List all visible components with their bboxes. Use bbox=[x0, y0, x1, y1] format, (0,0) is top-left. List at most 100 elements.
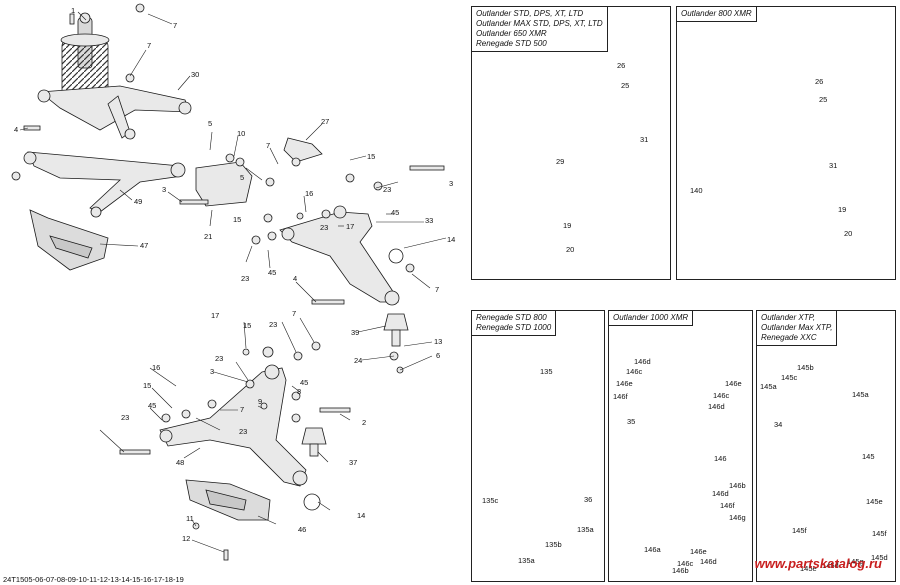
callout-label: 146g bbox=[729, 513, 746, 522]
callout-label: 146b bbox=[672, 566, 689, 575]
leader-lines bbox=[19, 11, 447, 553]
callout-label: 146e bbox=[725, 379, 742, 388]
callout-label: 7 bbox=[292, 309, 297, 318]
panel-header-line: Renegade XXC bbox=[761, 333, 817, 342]
callout-label: 20 bbox=[844, 229, 853, 238]
callout-label: 11 bbox=[186, 514, 194, 523]
panel-header: Outlander 1000 XMR bbox=[609, 311, 694, 326]
a-arm-48 bbox=[159, 364, 308, 487]
callout-label: 146c bbox=[677, 559, 694, 568]
callout-label: 146d bbox=[700, 557, 717, 566]
callout-label: 13 bbox=[434, 337, 443, 346]
callout-label: 2 bbox=[362, 418, 367, 427]
callout-label: 145f bbox=[792, 526, 807, 535]
callout-label: 12 bbox=[182, 534, 191, 543]
callout-label: 27 bbox=[321, 117, 330, 126]
ring-14 bbox=[388, 248, 404, 264]
callout-label: 146a bbox=[644, 545, 661, 554]
callout-label: 146d bbox=[712, 489, 729, 498]
callout-label: 34 bbox=[774, 420, 783, 429]
panel-header: Outlander STD, DPS, XT, LTD Outlander MA… bbox=[472, 7, 608, 52]
callout-label: 45 bbox=[268, 268, 277, 277]
callout-label: 146c bbox=[626, 367, 643, 376]
watermark-link[interactable]: www.partskatalog.ru bbox=[754, 556, 882, 571]
callout-label: 3 bbox=[449, 179, 454, 188]
ball-joint-37 bbox=[301, 427, 327, 457]
callout-label: 15 bbox=[367, 152, 376, 161]
panel-outlander-xtp: Outlander XTP, Outlander Max XTP, Renega… bbox=[756, 310, 896, 582]
callout-label: 145d bbox=[871, 553, 888, 562]
callout-label: 17 bbox=[346, 222, 355, 231]
callout-label: 145a bbox=[852, 390, 869, 399]
callout-label: 135a bbox=[577, 525, 594, 534]
callout-label: 3 bbox=[210, 367, 215, 376]
callout-label: 31 bbox=[829, 161, 838, 170]
skid-plate-46 bbox=[185, 479, 271, 521]
callout-label: 15 bbox=[233, 215, 242, 224]
callout-label: 145c bbox=[781, 373, 798, 382]
callout-label: 39 bbox=[351, 328, 360, 337]
callout-label: 25 bbox=[621, 81, 630, 90]
a-arm-49 bbox=[23, 151, 186, 218]
callout-label: 30 bbox=[191, 70, 200, 79]
panel-outlander-std: Outlander STD, DPS, XT, LTD Outlander MA… bbox=[471, 6, 671, 280]
callout-label: 23 bbox=[241, 274, 250, 283]
callout-label: 146d bbox=[708, 402, 725, 411]
callout-label: 4 bbox=[293, 274, 298, 283]
upper-a-arm-30 bbox=[37, 85, 192, 140]
callout-label: 37 bbox=[349, 458, 358, 467]
callout-label: 20 bbox=[566, 245, 575, 254]
callout-label: 15 bbox=[243, 321, 252, 330]
drawing-number: 24T1505-06-07-08-09-10-11-12-13-14-15-16… bbox=[3, 575, 184, 584]
callout-label: 145e bbox=[866, 497, 883, 506]
callout-label: 16 bbox=[152, 363, 161, 372]
callout-label: 14 bbox=[447, 235, 456, 244]
callout-label: 7 bbox=[435, 285, 440, 294]
panel-renegade-std: Renegade STD 800 Renegade STD 1000 bbox=[471, 310, 605, 582]
callout-label: 23 bbox=[320, 223, 329, 232]
callout-label: 16 bbox=[305, 189, 314, 198]
callout-label: 45 bbox=[391, 208, 400, 217]
callout-label: 146c bbox=[713, 391, 730, 400]
bracket-21 bbox=[195, 153, 253, 207]
callout-label: 146f bbox=[720, 501, 735, 510]
callout-label: 146 bbox=[714, 454, 727, 463]
callout-label: 145a bbox=[760, 382, 777, 391]
callout-label: 146d bbox=[634, 357, 651, 366]
panel-header: Renegade STD 800 Renegade STD 1000 bbox=[472, 311, 557, 336]
callout-label: 36 bbox=[584, 495, 593, 504]
callout-label: 19 bbox=[838, 205, 847, 214]
panel-header-line: Outlander MAX STD, DPS, XT, LTD bbox=[476, 19, 603, 28]
callout-label: 135a bbox=[518, 556, 535, 565]
callout-label: 23 bbox=[269, 320, 278, 329]
callout-label: 3 bbox=[162, 185, 167, 194]
callout-label: 47 bbox=[140, 241, 149, 250]
callout-label: 145 bbox=[862, 452, 875, 461]
callout-label: 6 bbox=[436, 351, 441, 360]
callout-label: 135b bbox=[545, 540, 562, 549]
panel-header-line: Outlander STD, DPS, XT, LTD bbox=[476, 9, 584, 18]
callout-label: 1 bbox=[71, 6, 76, 15]
callout-label: 146b bbox=[729, 481, 746, 490]
callout-label: 15 bbox=[143, 381, 152, 390]
callout-label: 8 bbox=[297, 387, 302, 396]
callout-label: 29 bbox=[556, 157, 565, 166]
bracket-27 bbox=[283, 137, 323, 163]
panel-header-line: Renegade STD 800 bbox=[476, 313, 547, 322]
callout-label: 45 bbox=[148, 401, 157, 410]
callout-label: 17 bbox=[211, 311, 220, 320]
callout-label: 145g bbox=[847, 557, 864, 566]
callout-label: 26 bbox=[815, 77, 824, 86]
ring-14-lower bbox=[303, 493, 321, 511]
callout-label: 146e bbox=[616, 379, 633, 388]
panel-header-line: Outlander 650 XMR bbox=[476, 29, 547, 38]
callout-label: 145e bbox=[800, 564, 817, 573]
callout-label: 45 bbox=[300, 378, 309, 387]
callout-label: 23 bbox=[239, 427, 248, 436]
bolts bbox=[11, 3, 445, 561]
callout-label: 135c bbox=[482, 496, 499, 505]
callout-label: 146e bbox=[690, 547, 707, 556]
panel-header-line: Outlander Max XTP, bbox=[761, 323, 833, 332]
panel-header-line: Outlander XTP, bbox=[761, 313, 816, 322]
